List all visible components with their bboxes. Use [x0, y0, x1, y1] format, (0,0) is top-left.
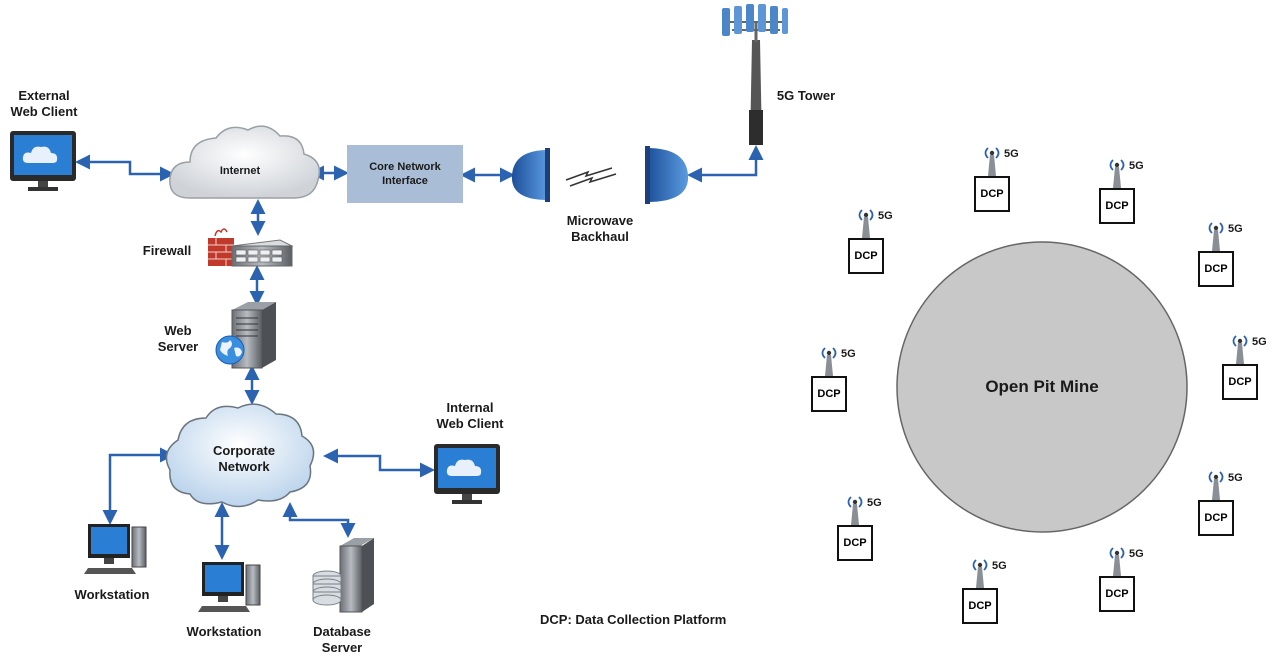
external-client-label: External Web Client	[10, 88, 78, 119]
firewall-device	[208, 228, 294, 267]
workstation-2-label: Workstation	[186, 624, 262, 639]
dcp-radio-label: 5G	[1129, 160, 1144, 172]
dcp-unit: 5G DCP	[1099, 544, 1159, 624]
antenna-icon	[1109, 547, 1125, 576]
dcp-box: DCP	[811, 376, 847, 412]
microwave-signal	[565, 167, 617, 187]
internet-label: Internet	[219, 165, 261, 177]
internal-client-label: Internal Web Client	[436, 400, 504, 431]
connections	[75, 145, 764, 560]
antenna-icon	[858, 209, 874, 238]
web-server	[215, 302, 276, 369]
antenna-icon	[984, 147, 1000, 176]
dcp-unit: 5G DCP	[811, 344, 871, 424]
legend-text: DCP: Data Collection Platform	[540, 612, 727, 627]
dcp-radio-label: 5G	[1228, 472, 1243, 484]
dcp-radio-label: 5G	[841, 348, 856, 360]
dcp-unit: 5G DCP	[974, 144, 1034, 224]
dcp-box: DCP	[1099, 576, 1135, 612]
antenna-icon	[821, 347, 837, 376]
dcp-box: DCP	[1099, 188, 1135, 224]
web-server-label: Web Server	[157, 323, 199, 354]
internal-client-monitor	[434, 444, 500, 504]
link-corporate-database	[282, 502, 356, 538]
mine-label: Open Pit Mine	[985, 377, 1099, 396]
dcp-radio-label: 5G	[1228, 223, 1243, 235]
link-dish-tower	[687, 145, 764, 183]
dcp-unit: 5G DCP	[1198, 219, 1258, 299]
microwave-dish-right	[645, 146, 689, 204]
antenna-icon	[1208, 222, 1224, 251]
dcp-box: DCP	[962, 588, 998, 624]
dcp-box: DCP	[837, 525, 873, 561]
dcp-unit: 5G DCP	[1222, 332, 1280, 412]
dcp-radio-label: 5G	[878, 210, 893, 222]
corporate-label: Corporate Network	[212, 443, 276, 474]
dcp-radio-label: 5G	[1129, 548, 1144, 560]
workstation-1	[84, 524, 147, 574]
dcp-box: DCP	[1198, 500, 1234, 536]
antenna-icon	[972, 559, 988, 588]
internet-cloud	[169, 125, 321, 199]
dcp-box: DCP	[848, 238, 884, 274]
workstation-2	[198, 562, 261, 612]
dcp-unit: 5G DCP	[1099, 156, 1159, 236]
antenna-icon	[847, 496, 863, 525]
workstation-1-label: Workstation	[74, 587, 150, 602]
dcp-unit: 5G DCP	[848, 206, 908, 286]
dcp-radio-label: 5G	[1252, 336, 1267, 348]
antenna-icon	[1208, 471, 1224, 500]
5g-tower	[722, 4, 788, 145]
corporate-cloud	[165, 403, 315, 508]
dcp-box: DCP	[1222, 364, 1258, 400]
dcp-radio-label: 5G	[992, 560, 1007, 572]
antenna-icon	[1232, 335, 1248, 364]
core-network-box	[347, 145, 463, 203]
dcp-unit: 5G DCP	[962, 556, 1022, 636]
microwave-dish-left	[511, 148, 550, 202]
dcp-box: DCP	[1198, 251, 1234, 287]
database-server	[312, 538, 374, 613]
database-label: Database Server	[313, 624, 371, 655]
link-external-internet	[75, 154, 175, 182]
dcp-radio-label: 5G	[1004, 148, 1019, 160]
dcp-box: DCP	[974, 176, 1010, 212]
tower-label: 5G Tower	[776, 88, 836, 103]
antenna-icon	[1109, 159, 1125, 188]
core-network-label: Core Network Interface	[369, 161, 441, 187]
external-client-monitor	[10, 131, 76, 191]
microwave-label: Microwave Backhaul	[566, 213, 634, 244]
firewall-label: Firewall	[142, 243, 192, 258]
link-corporate-workstation1	[102, 447, 175, 525]
dcp-unit: 5G DCP	[1198, 468, 1258, 548]
dcp-unit: 5G DCP	[837, 493, 897, 573]
link-corporate-internal	[323, 448, 435, 478]
open-pit-mine	[896, 241, 1188, 533]
dcp-radio-label: 5G	[867, 497, 882, 509]
